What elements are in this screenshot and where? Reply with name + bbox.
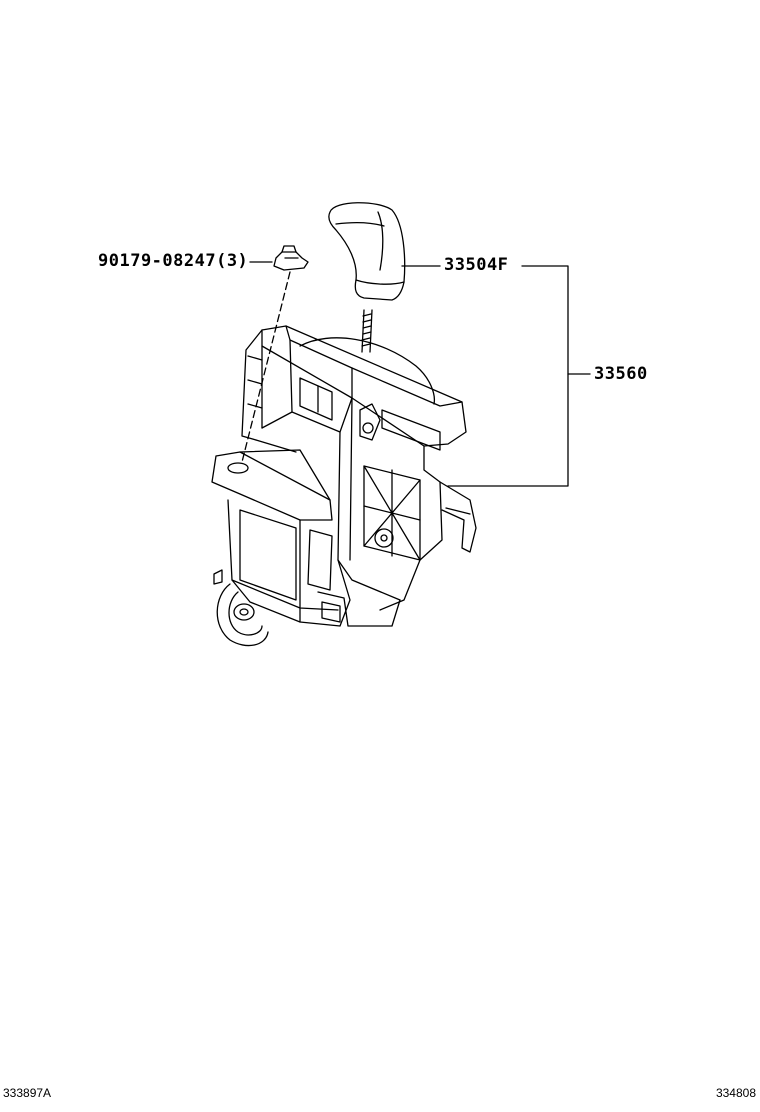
leader-lines [249, 261, 591, 487]
leader-assembly-bracket [447, 265, 569, 487]
footer-left-code: 333897A [3, 1086, 52, 1100]
part-number-clip: 90179-08247(3) [98, 251, 249, 271]
part-number-assembly: 33560 [594, 364, 648, 384]
clip-part [241, 245, 309, 463]
shift-lever-housing [211, 325, 477, 647]
part-number-knob: 33504F [444, 255, 509, 275]
footer-right-code: 334808 [715, 1086, 756, 1100]
clip-install-line [241, 271, 291, 463]
shift-knob [328, 202, 406, 353]
